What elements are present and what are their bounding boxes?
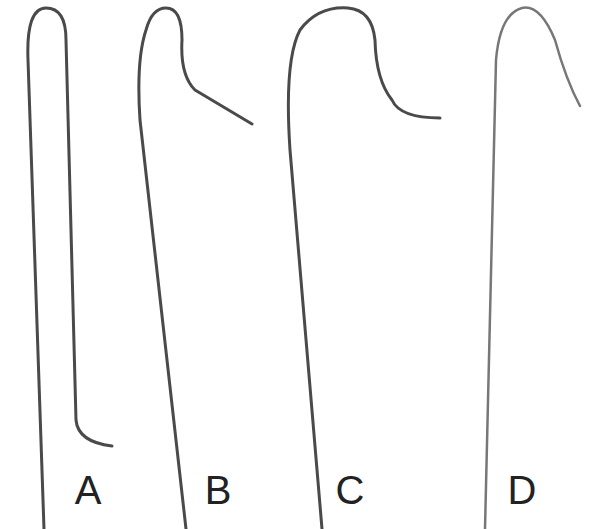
figure-letter: B	[205, 470, 232, 510]
hook-wire	[485, 8, 580, 529]
hook-wire	[28, 8, 112, 529]
hook-wire	[288, 8, 440, 529]
figure-letter: C	[336, 470, 365, 510]
figure-letter: D	[508, 470, 537, 510]
figure-letter: A	[75, 470, 102, 510]
hook-wire	[139, 8, 252, 529]
